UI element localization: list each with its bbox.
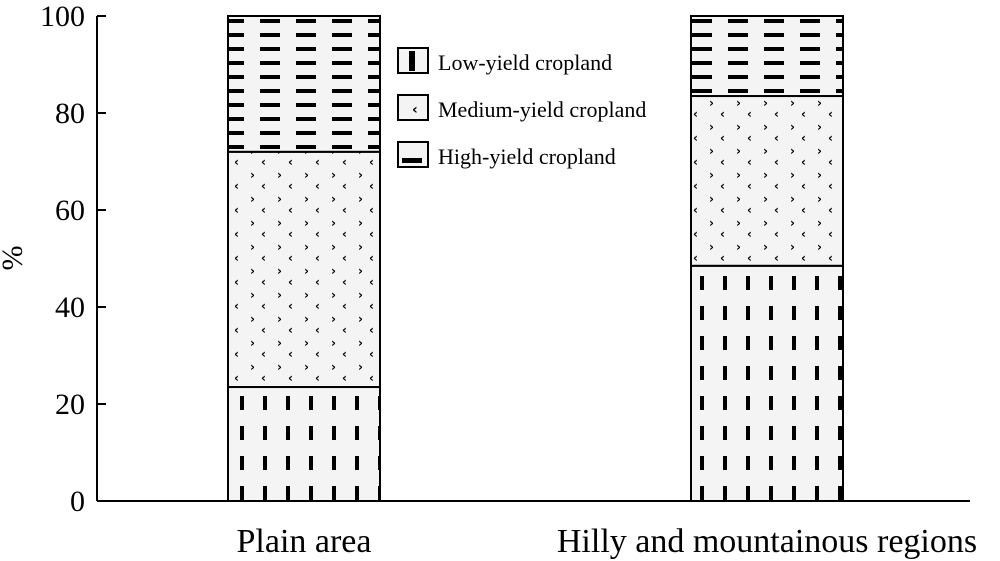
- bar-segment: [227, 150, 381, 389]
- legend-swatch-mark: [402, 158, 422, 163]
- bar-segment: [690, 95, 844, 267]
- y-tick-label: 0: [70, 485, 85, 518]
- y-tick-label: 80: [55, 97, 85, 130]
- x-category-label: Plain area: [237, 523, 372, 560]
- y-axis-ticks: 0 20 40 60 80 100: [40, 0, 106, 518]
- y-tick-label: 60: [55, 194, 85, 227]
- bars-group: [227, 15, 844, 502]
- legend: Low-yield cropland ‹ Medium-yield cropland…: [397, 47, 646, 169]
- y-tick-label: 20: [55, 388, 85, 421]
- legend-swatch: [397, 94, 429, 121]
- y-tick-label: 40: [55, 291, 85, 324]
- x-axis-labels: Plain area Hilly and mountainous regions: [237, 523, 978, 560]
- legend-label: Medium-yield cropland: [438, 97, 646, 122]
- bar-segment: [227, 386, 381, 502]
- legend-swatch: [397, 141, 429, 168]
- x-category-label: Hilly and mountainous regions: [557, 523, 977, 560]
- legend-label: Low-yield cropland: [438, 50, 612, 75]
- bar-segment: [690, 264, 844, 502]
- legend-swatch-mark: ‹: [412, 102, 418, 118]
- bar-segment: [690, 15, 844, 98]
- legend-label: High-yield cropland: [438, 144, 616, 169]
- legend-swatch-mark: [409, 51, 415, 71]
- y-axis-label: %: [0, 246, 29, 271]
- bar-segment: [227, 15, 381, 153]
- y-tick-label: 100: [40, 0, 85, 33]
